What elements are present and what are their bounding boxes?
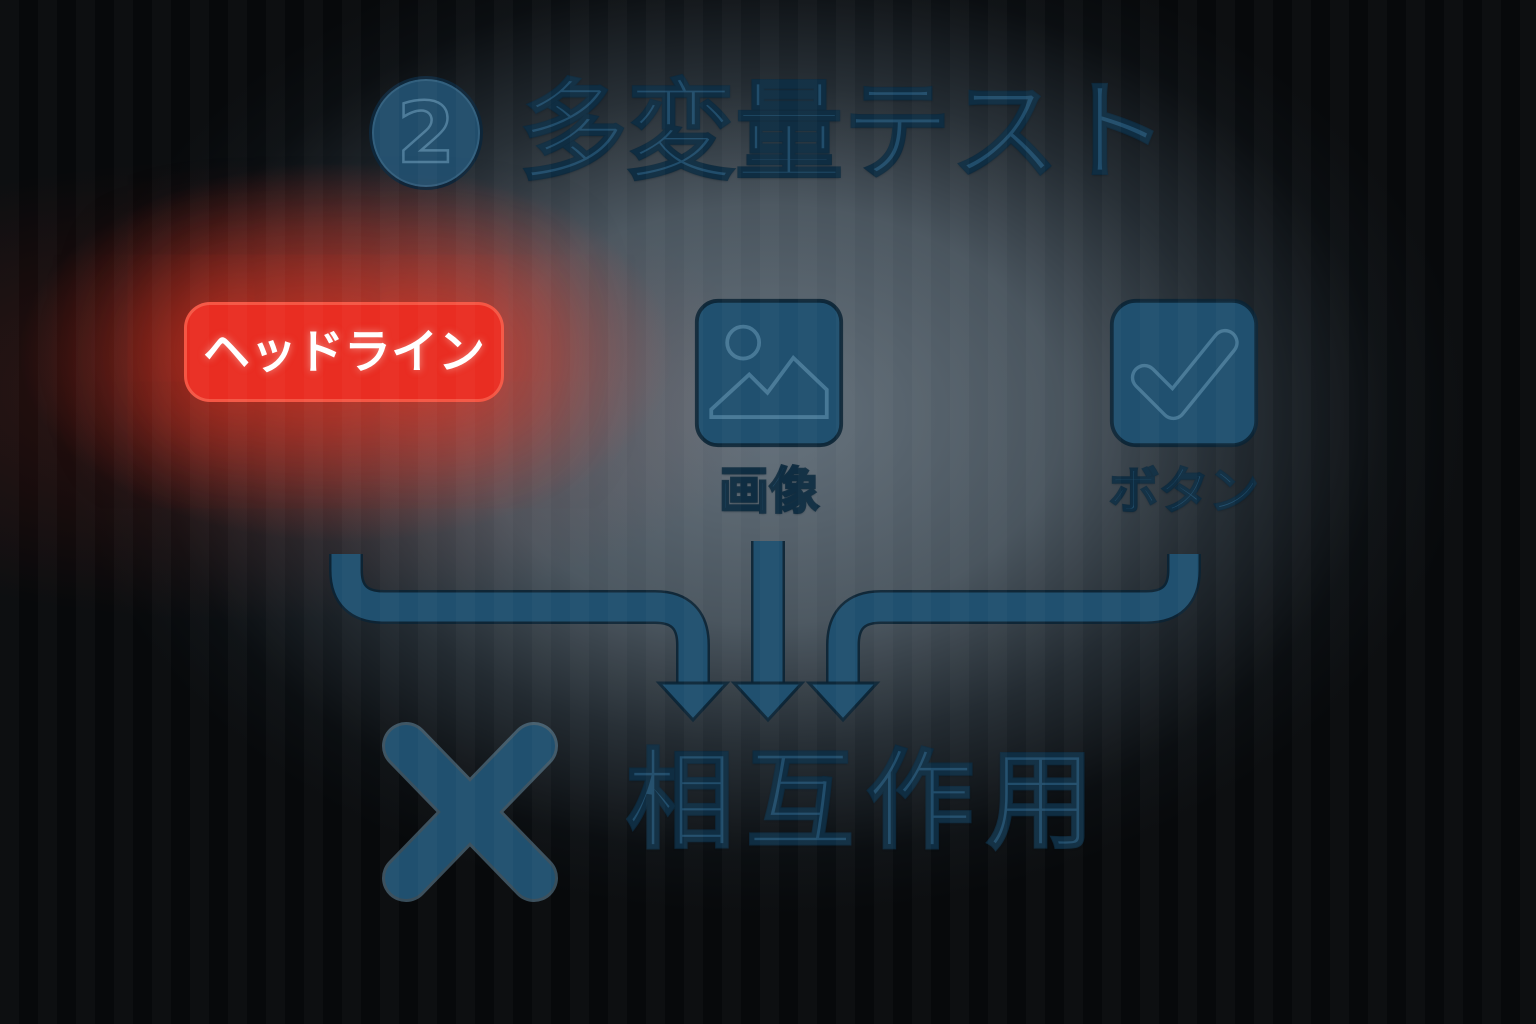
step-number: 2 (395, 84, 456, 182)
headline-badge-label: ヘッドライン (203, 324, 485, 380)
multiply-icon (382, 722, 558, 902)
arrowhead-left (655, 681, 731, 723)
image-label: 画像 (718, 462, 820, 520)
page-title: 多変量テスト (518, 70, 1168, 195)
arrowhead-right (805, 681, 881, 723)
button-label: ボタン (1108, 462, 1260, 520)
checkbox-check-icon (1109, 298, 1259, 448)
step-number-badge: 2 (368, 76, 483, 190)
headline-badge: ヘッドライン (184, 302, 504, 402)
slide-title: 2 多変量テスト (0, 76, 1536, 190)
interaction-label: 相互作用 (625, 739, 1107, 864)
arrowhead-middle (730, 681, 806, 723)
image-icon (694, 298, 844, 448)
